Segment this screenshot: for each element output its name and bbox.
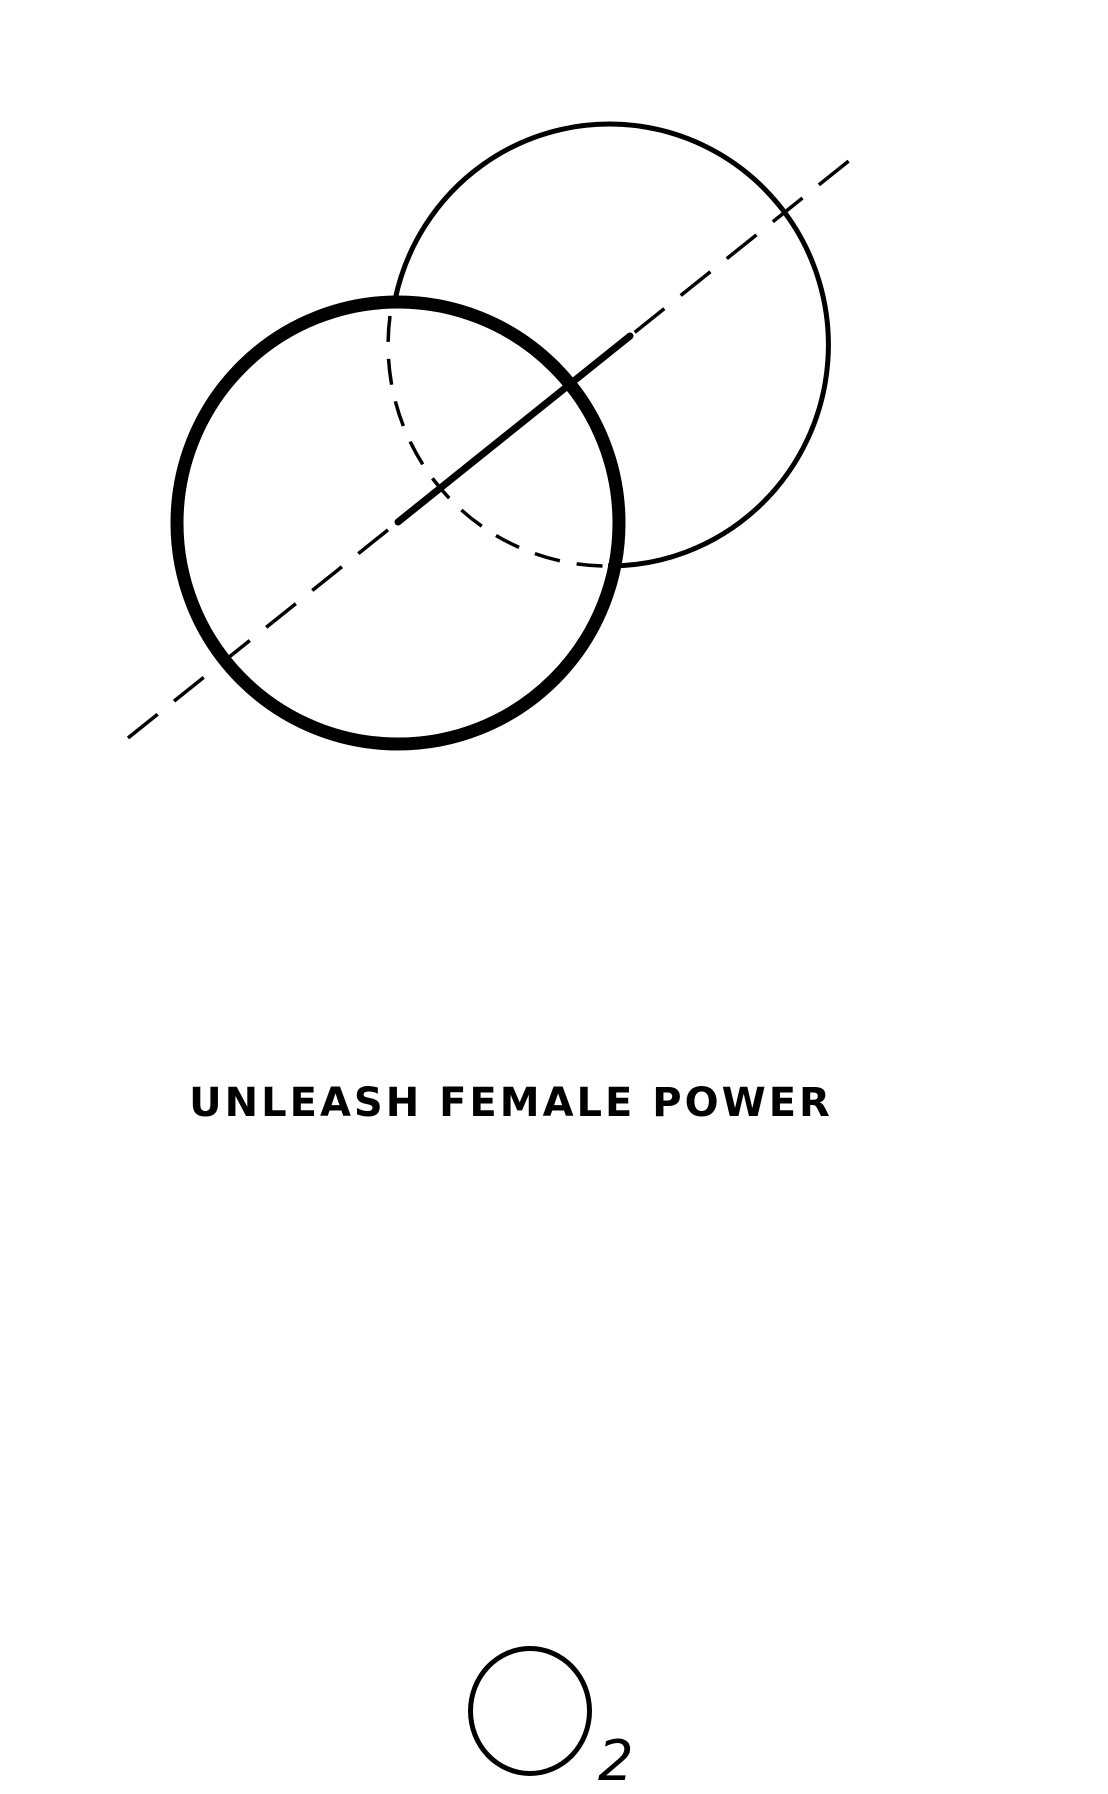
formula-subscript: 2 (598, 1729, 634, 1794)
solid-axis-segment (394, 332, 634, 526)
o2-formula: O 2 (0, 820, 1108, 1792)
overlapping-circles-icon (126, 121, 862, 751)
tagline: UNLEASH FEMALE POWER (189, 1080, 833, 1126)
right-circle-solid-arc (392, 121, 831, 569)
left-circle-bold (170, 295, 626, 751)
dashed-axis-line (126, 150, 862, 740)
formula-o-letter: O (468, 1646, 592, 1776)
